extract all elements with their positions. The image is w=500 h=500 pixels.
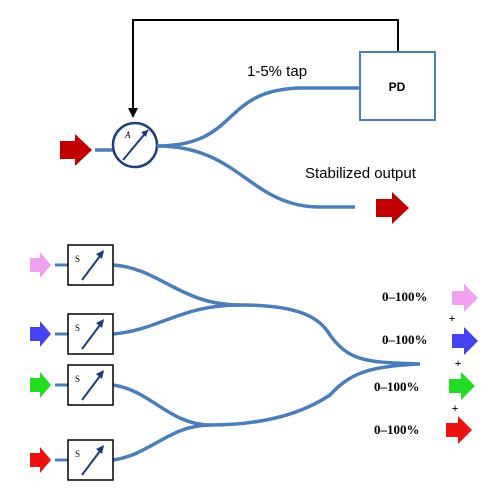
switch-label: S	[75, 254, 80, 264]
plus-sign: +	[449, 311, 456, 325]
attenuator-label: A	[124, 130, 131, 140]
output-level-label: 0–100%	[382, 332, 428, 347]
pink-output-arrow-icon	[452, 284, 478, 312]
green-output-arrow-icon	[449, 372, 475, 400]
blue-output-arrow-icon	[452, 327, 478, 355]
input-arrow-icon	[60, 134, 92, 166]
switch-icon: S	[67, 313, 114, 355]
output-level-label: 0–100%	[374, 379, 420, 394]
red-output-arrow-icon	[446, 416, 472, 444]
red-input-arrow-icon	[30, 447, 51, 473]
output-arrow-icon	[376, 192, 409, 224]
green-input-arrow-icon	[30, 372, 51, 398]
output-level-label: 0–100%	[374, 422, 420, 437]
switch-icon: S	[67, 364, 114, 406]
plus-sign: +	[455, 356, 462, 370]
feedback-line	[128, 19, 399, 118]
fiber-tap-branch	[156, 86, 360, 148]
attenuator-dial-icon: A	[111, 121, 159, 169]
switch-label: S	[75, 449, 80, 459]
fiber-output-branch	[156, 144, 355, 209]
fiber-combine-3	[112, 362, 421, 427]
output-level-label: 0–100%	[382, 289, 428, 304]
combiner-section: S S S S 0–100% 0–100% 0–100% 0–100% + + …	[30, 244, 478, 481]
photodetector-label: PD	[389, 80, 406, 94]
fiber-combine-4	[112, 423, 211, 462]
switch-label: S	[75, 374, 80, 384]
switch-icon: S	[67, 244, 114, 286]
tap-label: 1-5% tap	[247, 63, 307, 80]
switch-icon: S	[67, 439, 114, 481]
fiber-combine-2	[112, 303, 241, 336]
photodetector-box: PD	[359, 51, 436, 121]
blue-input-arrow-icon	[30, 321, 51, 347]
pink-input-arrow-icon	[30, 252, 51, 278]
switch-label: S	[75, 323, 80, 333]
stabilization-section: A PD 1-5% tap Stabilized output	[60, 19, 436, 224]
stabilized-output-label: Stabilized output	[305, 165, 417, 182]
fiber-combine-1	[112, 263, 421, 366]
plus-sign: +	[452, 401, 459, 415]
